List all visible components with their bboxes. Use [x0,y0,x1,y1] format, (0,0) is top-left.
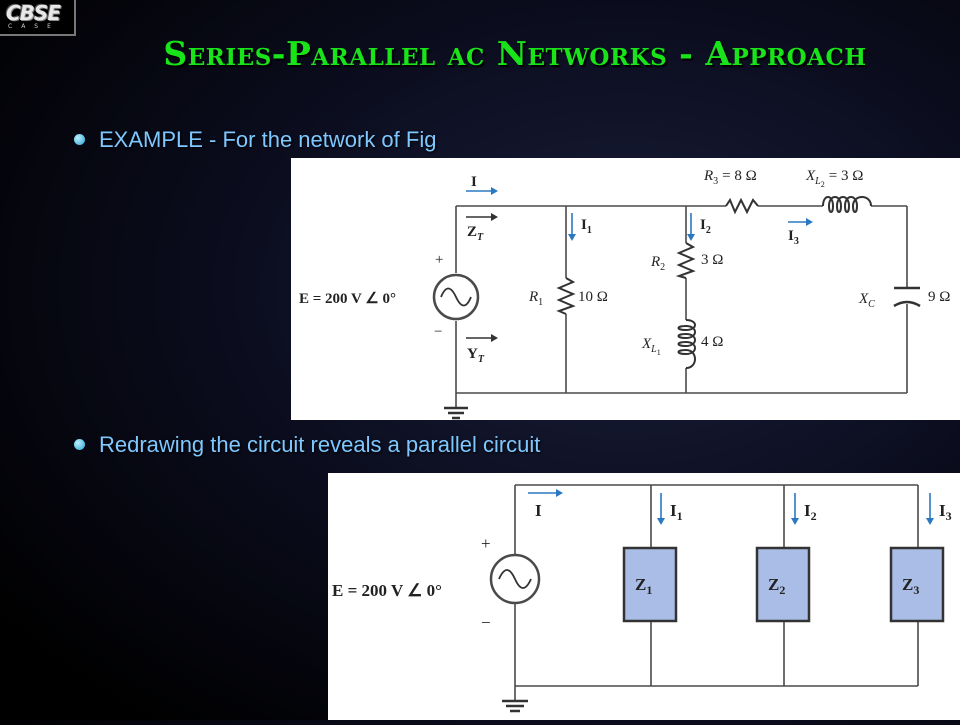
logo-subtext: CASE [8,23,60,30]
source-label: E = 200 V ∠ 0° [299,291,396,307]
impedance-z3-box [889,546,945,623]
current-i-label: I [535,501,542,520]
ac-source-symbol [489,553,541,605]
i2-label: I2 [700,217,711,236]
inductor-xl1-symbol [677,319,696,369]
circuit-diagram-redrawn: + − E = 200 V ∠ 0° I I1 I2 I3 Z1 Z2 Z3 [332,484,952,713]
resistor-r2-symbol [675,242,696,279]
yt-label: YT [467,346,485,365]
r2-label: R2 [650,254,665,273]
bullet-text-example: EXAMPLE - For the network of Fig [99,127,437,152]
inductor-xl2-symbol [822,196,872,213]
xc-label: XC [858,291,875,310]
bullet-redrawing: Redrawing the circuit reveals a parallel… [74,432,540,458]
r3-label: R3= 8 Ω [703,168,757,187]
i3-label: I3 [788,228,799,247]
resistor-r3-symbol [725,197,759,215]
slide-title: Series-Parallel ac Networks - Approach [163,34,867,73]
impedance-z2-box [755,546,811,623]
ground-symbol [444,406,468,420]
minus-sign: − [481,613,491,632]
i1-label: I1 [670,501,683,523]
circuit-diagram-original: + − E = 200 V ∠ 0° I ZT YT I1 I2 I3 R1 1… [299,168,950,420]
minus-sign: − [434,324,442,340]
circuit-figure-original: + − E = 200 V ∠ 0° I ZT YT I1 I2 I3 R1 1… [291,158,960,420]
r1-value: 10 Ω [578,289,608,305]
xl1-label: XL1 [641,336,661,357]
bullet-icon [74,438,85,450]
z2-label: Z2 [768,575,785,597]
source-label: E = 200 V ∠ 0° [332,581,442,600]
current-i-label: I [471,174,477,190]
logo-text: CBSE [6,1,61,25]
capacitor-xc-symbol [893,286,921,308]
bullet-example: EXAMPLE - For the network of Fig [74,127,436,153]
xl1-value: 4 Ω [701,334,723,350]
i2-label: I2 [804,501,817,523]
z1-label: Z1 [635,575,652,597]
i3-label: I3 [939,501,952,523]
logo: CBSE CASE [0,0,76,36]
circuit-figure-redrawn: + − E = 200 V ∠ 0° I I1 I2 I3 Z1 Z2 Z3 [328,473,960,720]
xc-value: 9 Ω [928,289,950,305]
plus-sign: + [435,252,443,268]
bullet-text-redrawing: Redrawing the circuit reveals a parallel… [99,432,541,457]
r1-label: R1 [528,289,543,308]
resistor-r1-symbol [556,277,576,315]
zt-label: ZT [467,224,484,243]
ac-source-symbol [432,273,480,321]
z3-label: Z3 [902,575,919,597]
ground-symbol [502,699,528,713]
r2-value: 3 Ω [701,252,723,268]
bullet-icon [74,133,85,145]
impedance-z1-box [622,546,678,623]
plus-sign: + [481,534,491,553]
xl2-label: XL2= 3 Ω [805,168,863,189]
i1-label: I1 [581,217,592,236]
